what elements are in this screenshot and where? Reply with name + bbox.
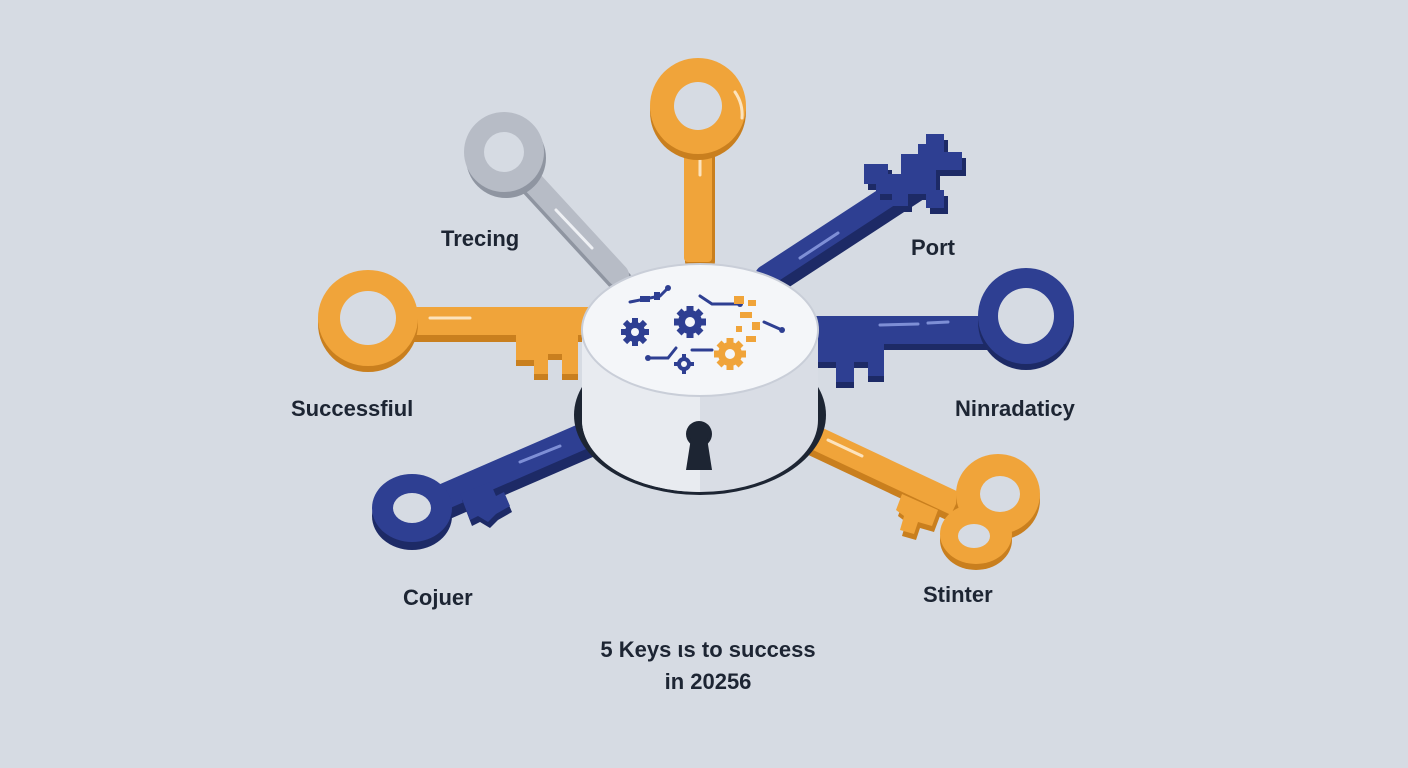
label-tracing: Trecing xyxy=(441,226,520,251)
gears-circuit-icon xyxy=(621,285,785,374)
label-nonradicity: Ninradaticy xyxy=(955,396,1075,421)
gray-key xyxy=(464,112,634,295)
orange-key-top xyxy=(650,58,746,266)
label-successful: Successfiul xyxy=(291,396,414,421)
label-cojuer: Cojuer xyxy=(403,585,473,610)
caption-line-1: 5 Keys ιs to success xyxy=(600,637,816,662)
label-port: Port xyxy=(911,235,955,260)
caption-line-2: in 20256 xyxy=(664,669,752,694)
navy-key-right xyxy=(812,268,1074,388)
orange-key-left xyxy=(318,270,596,380)
navy-key-port xyxy=(755,134,966,296)
label-stinter: Stinter xyxy=(923,582,993,607)
orange-key-bottom-right xyxy=(780,413,1040,570)
navy-key-bottom-left xyxy=(372,416,612,550)
keyhole-icon xyxy=(686,421,712,470)
